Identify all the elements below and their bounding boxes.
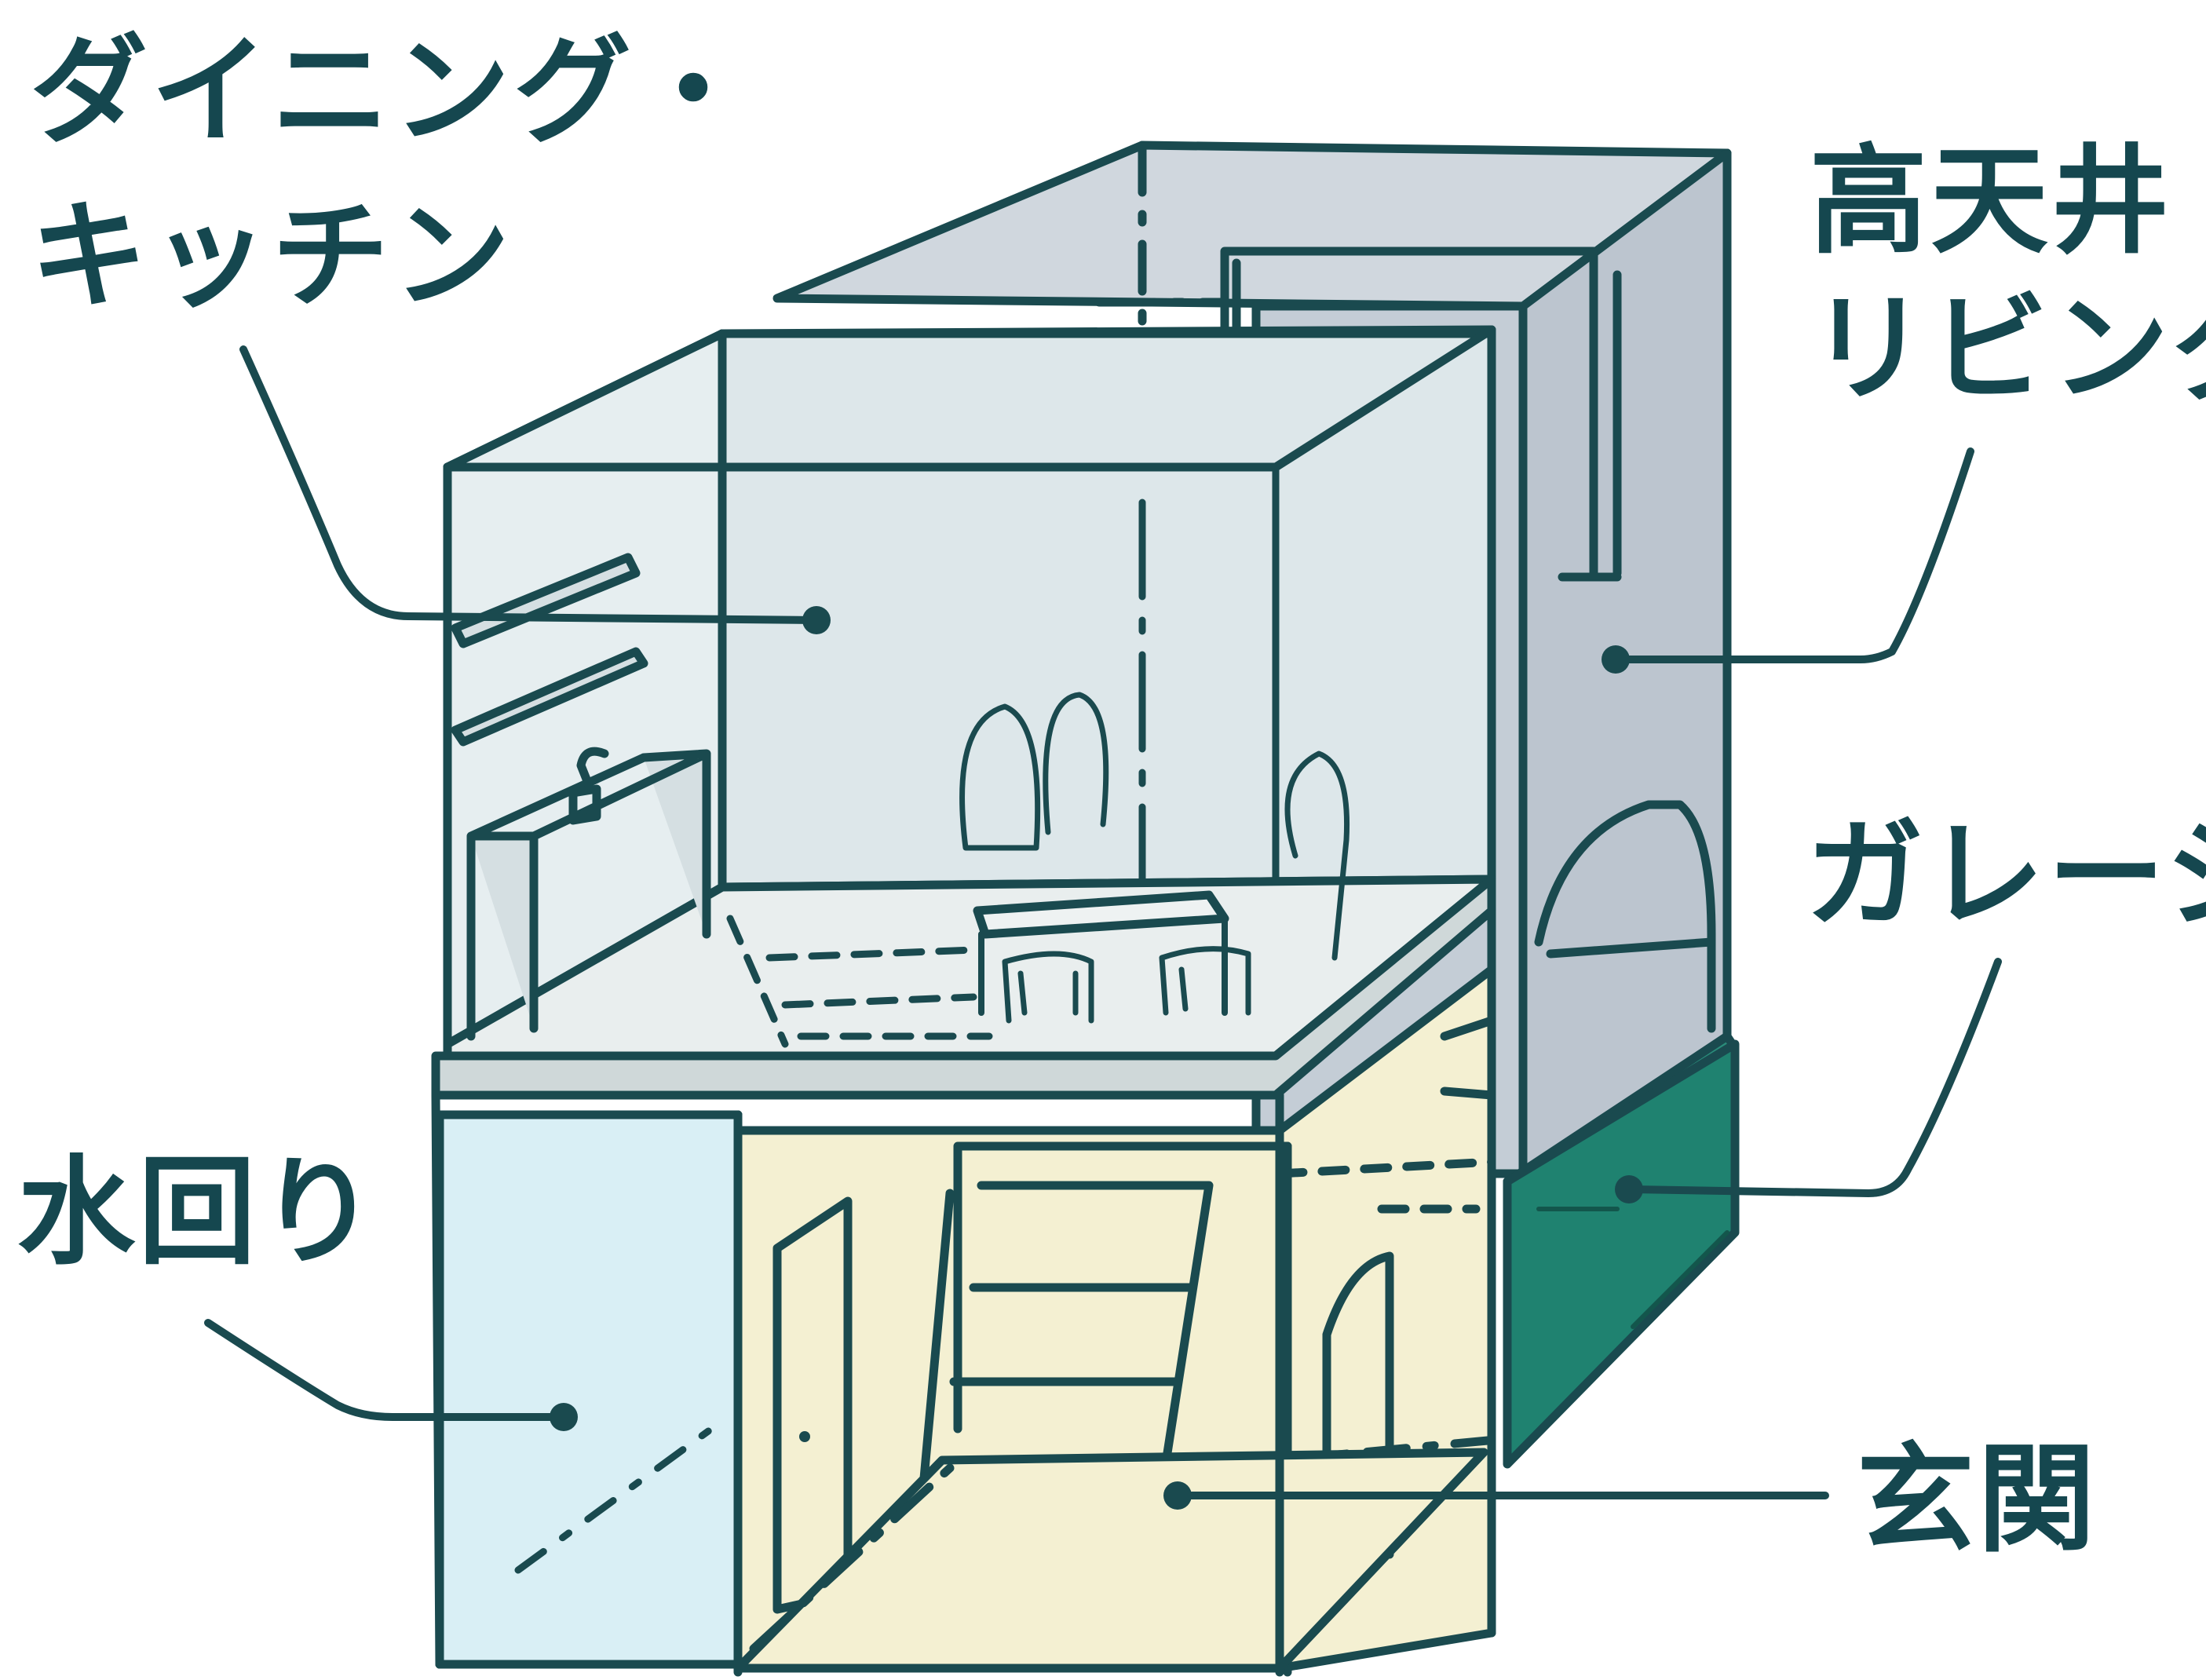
label-water-area: 水回り xyxy=(17,1145,381,1281)
leader-lines xyxy=(204,345,2002,1510)
dining-chairs xyxy=(959,692,1350,1024)
leader-dot-garage xyxy=(1615,1175,1643,1203)
garage-block xyxy=(1503,1032,1740,1469)
label-high-ceiling-living-line-2: リビング xyxy=(1810,281,2206,418)
water-front-face xyxy=(435,1110,743,1669)
leader-garage xyxy=(1629,958,2002,1197)
label-dining-kitchen-line-1: ダイニング・ xyxy=(30,24,756,160)
label-entrance: 玄関 xyxy=(1857,1432,2099,1569)
water-area-block xyxy=(435,1110,743,1669)
label-high-ceiling-living: 高天井 リビング xyxy=(1810,143,2206,408)
leader-dot-living xyxy=(1602,645,1630,674)
label-high-ceiling-living-line-1: 高天井 xyxy=(1810,133,2173,270)
label-dining-kitchen-line-2: キッチン xyxy=(30,188,514,325)
leader-dot-entrance xyxy=(1163,1481,1192,1510)
entrance-floor xyxy=(733,1448,1488,1673)
dining-kitchen-block xyxy=(431,325,1496,1100)
leader-water xyxy=(204,1319,565,1421)
garage-car-outline xyxy=(1534,800,1716,1033)
leader-dot-water xyxy=(550,1403,578,1431)
label-dining-kitchen: ダイニング・ キッチン xyxy=(30,33,755,316)
leader-living xyxy=(1613,447,1974,663)
label-garage: ガレージ xyxy=(1806,807,2206,944)
leader-dot-dining xyxy=(802,606,831,634)
garage-front-face xyxy=(1503,1039,1740,1469)
leader-dining xyxy=(239,345,820,624)
